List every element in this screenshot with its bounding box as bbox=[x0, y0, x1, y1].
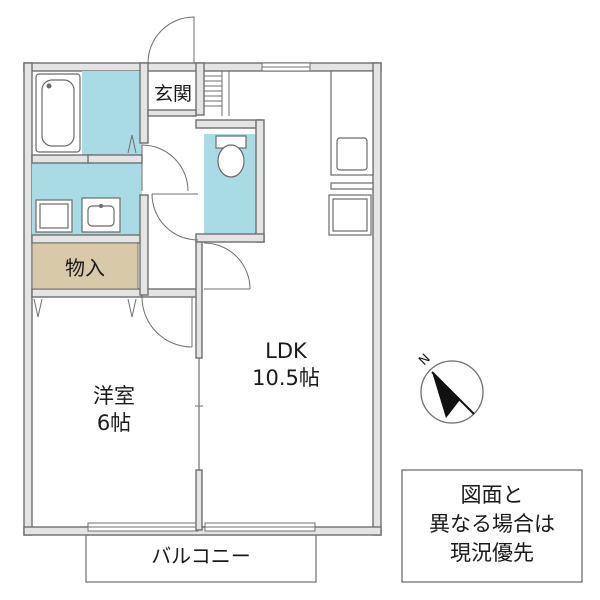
entrance-label: 玄関 bbox=[154, 83, 192, 105]
washing-machine-space bbox=[35, 199, 73, 233]
bathroom-floor bbox=[82, 71, 142, 155]
interior-walls bbox=[31, 62, 265, 531]
washbasin bbox=[81, 197, 121, 233]
toilet bbox=[215, 135, 247, 178]
doors bbox=[33, 16, 251, 348]
western-room-label: 洋室 bbox=[93, 384, 135, 408]
note-line-3: 現況優先 bbox=[450, 541, 534, 565]
storage-label: 物入 bbox=[65, 256, 105, 280]
compass: N bbox=[416, 351, 484, 424]
ldk-label: LDK bbox=[265, 339, 308, 363]
note-line-1: 図面と bbox=[461, 483, 524, 507]
ldk-size-label: 10.5帖 bbox=[252, 366, 320, 390]
note-line-2: 異なる場合は bbox=[429, 512, 555, 536]
bathtub bbox=[35, 73, 81, 153]
balcony-label: バルコニー bbox=[151, 544, 251, 568]
storage-closet: 物入 bbox=[31, 242, 139, 290]
north-label: N bbox=[416, 351, 433, 368]
western-room-size-label: 6帖 bbox=[97, 411, 131, 435]
note-box: 図面と 異なる場合は 現況優先 bbox=[401, 469, 583, 583]
kitchen-counter bbox=[328, 70, 374, 236]
